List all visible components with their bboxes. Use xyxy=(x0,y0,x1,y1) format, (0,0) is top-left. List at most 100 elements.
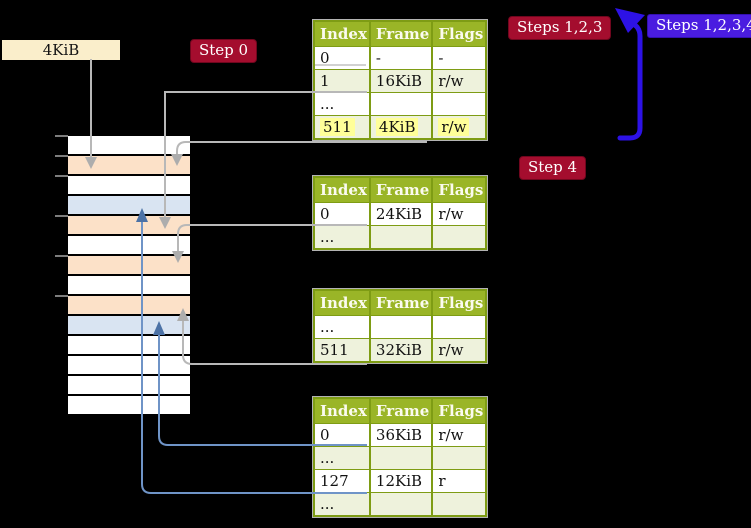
column-header: Flags xyxy=(431,289,488,316)
table-cell xyxy=(431,225,488,250)
column-header: Index xyxy=(313,289,371,316)
memory-strip xyxy=(68,136,190,414)
steps-loop-arrow-head xyxy=(615,8,645,33)
memory-row-white xyxy=(68,276,190,294)
table-cell xyxy=(431,446,488,470)
memory-row-white xyxy=(68,356,190,374)
table-cell: ... xyxy=(313,92,371,116)
table-cell: 127 xyxy=(313,469,371,493)
table-cell: r/w xyxy=(431,115,488,140)
table-row: 0-- xyxy=(313,46,488,70)
table-cell xyxy=(431,492,488,517)
table-cell xyxy=(368,92,434,116)
table-row: 511 4KiB r/w xyxy=(313,115,488,140)
memory-row-white xyxy=(68,236,190,254)
table-cell: 0 xyxy=(313,46,371,70)
column-header: Frame xyxy=(368,397,434,424)
table-cell: 1 xyxy=(313,69,371,93)
table-row: ... xyxy=(313,92,488,116)
table-cell: 24KiB xyxy=(368,202,434,226)
table-cell: 36KiB xyxy=(368,423,434,447)
table-cell: ... xyxy=(313,446,371,470)
table-row: ... xyxy=(313,492,488,517)
column-header: Frame xyxy=(368,176,434,203)
table-cell xyxy=(368,492,434,517)
table-cell: r/w xyxy=(431,69,488,93)
table-cell: 32KiB xyxy=(368,338,434,363)
table-cell: 4KiB xyxy=(368,115,434,140)
column-header: Frame xyxy=(368,289,434,316)
table-cell: r xyxy=(431,469,488,493)
memory-row-blue xyxy=(68,196,190,214)
table-row: ... xyxy=(313,446,488,470)
table-cell: ... xyxy=(313,225,371,250)
highlighted-value: 511 xyxy=(320,118,355,136)
column-header: Index xyxy=(313,397,371,424)
column-header: Flags xyxy=(431,397,488,424)
table-cell: - xyxy=(431,46,488,70)
memory-tick xyxy=(55,155,68,157)
table-cell: 511 xyxy=(313,115,371,140)
table-cell: 12KiB xyxy=(368,469,434,493)
memory-row-orange xyxy=(68,216,190,234)
table-cell: r/w xyxy=(431,338,488,363)
highlighted-value: r/w xyxy=(438,118,470,136)
frame-4kib-label: 4KiB xyxy=(2,40,120,60)
table-cell: - xyxy=(368,46,434,70)
column-header: Frame xyxy=(368,20,434,47)
memory-tick xyxy=(55,295,68,297)
table-cell: 0 xyxy=(313,423,371,447)
badge-steps-1-2-3-4: Steps 1,2,3,4 xyxy=(647,14,751,38)
badge-step-4: Step 4 xyxy=(519,156,587,180)
table-cell xyxy=(368,315,434,339)
table-cell xyxy=(431,92,488,116)
table-cell: ... xyxy=(313,315,371,339)
table-cell: 0 xyxy=(313,202,371,226)
column-header: Index xyxy=(313,176,371,203)
table-cell xyxy=(368,225,434,250)
memory-row-blue xyxy=(68,316,190,334)
table-cell xyxy=(368,446,434,470)
table-cell: r/w xyxy=(431,202,488,226)
table-cell xyxy=(431,315,488,339)
memory-row-orange xyxy=(68,156,190,174)
memory-row-white xyxy=(68,376,190,394)
table-row: ... xyxy=(313,225,488,250)
column-header: Flags xyxy=(431,20,488,47)
memory-row-white xyxy=(68,396,190,414)
memory-tick xyxy=(55,135,68,137)
column-header: Index xyxy=(313,20,371,47)
memory-row-white xyxy=(68,176,190,194)
memory-row-white xyxy=(68,336,190,354)
memory-row-orange xyxy=(68,296,190,314)
arrow-entry511-to-frame4-line xyxy=(176,141,427,155)
table-cell: ... xyxy=(313,492,371,517)
badge-steps-1-2-3: Steps 1,2,3 xyxy=(508,16,612,40)
memory-tick xyxy=(55,175,68,177)
table-cell: 511 xyxy=(313,338,371,363)
memory-tick xyxy=(55,255,68,257)
table-row: ... xyxy=(313,315,488,339)
badge-step-0: Step 0 xyxy=(190,39,258,63)
table-cell: r/w xyxy=(431,423,488,447)
highlighted-value: 4KiB xyxy=(375,118,419,136)
memory-row-white xyxy=(68,136,190,154)
steps-loop-arrow-line xyxy=(617,22,643,141)
table-cell: 16KiB xyxy=(368,69,434,93)
column-header: Flags xyxy=(431,176,488,203)
memory-tick xyxy=(55,215,68,217)
